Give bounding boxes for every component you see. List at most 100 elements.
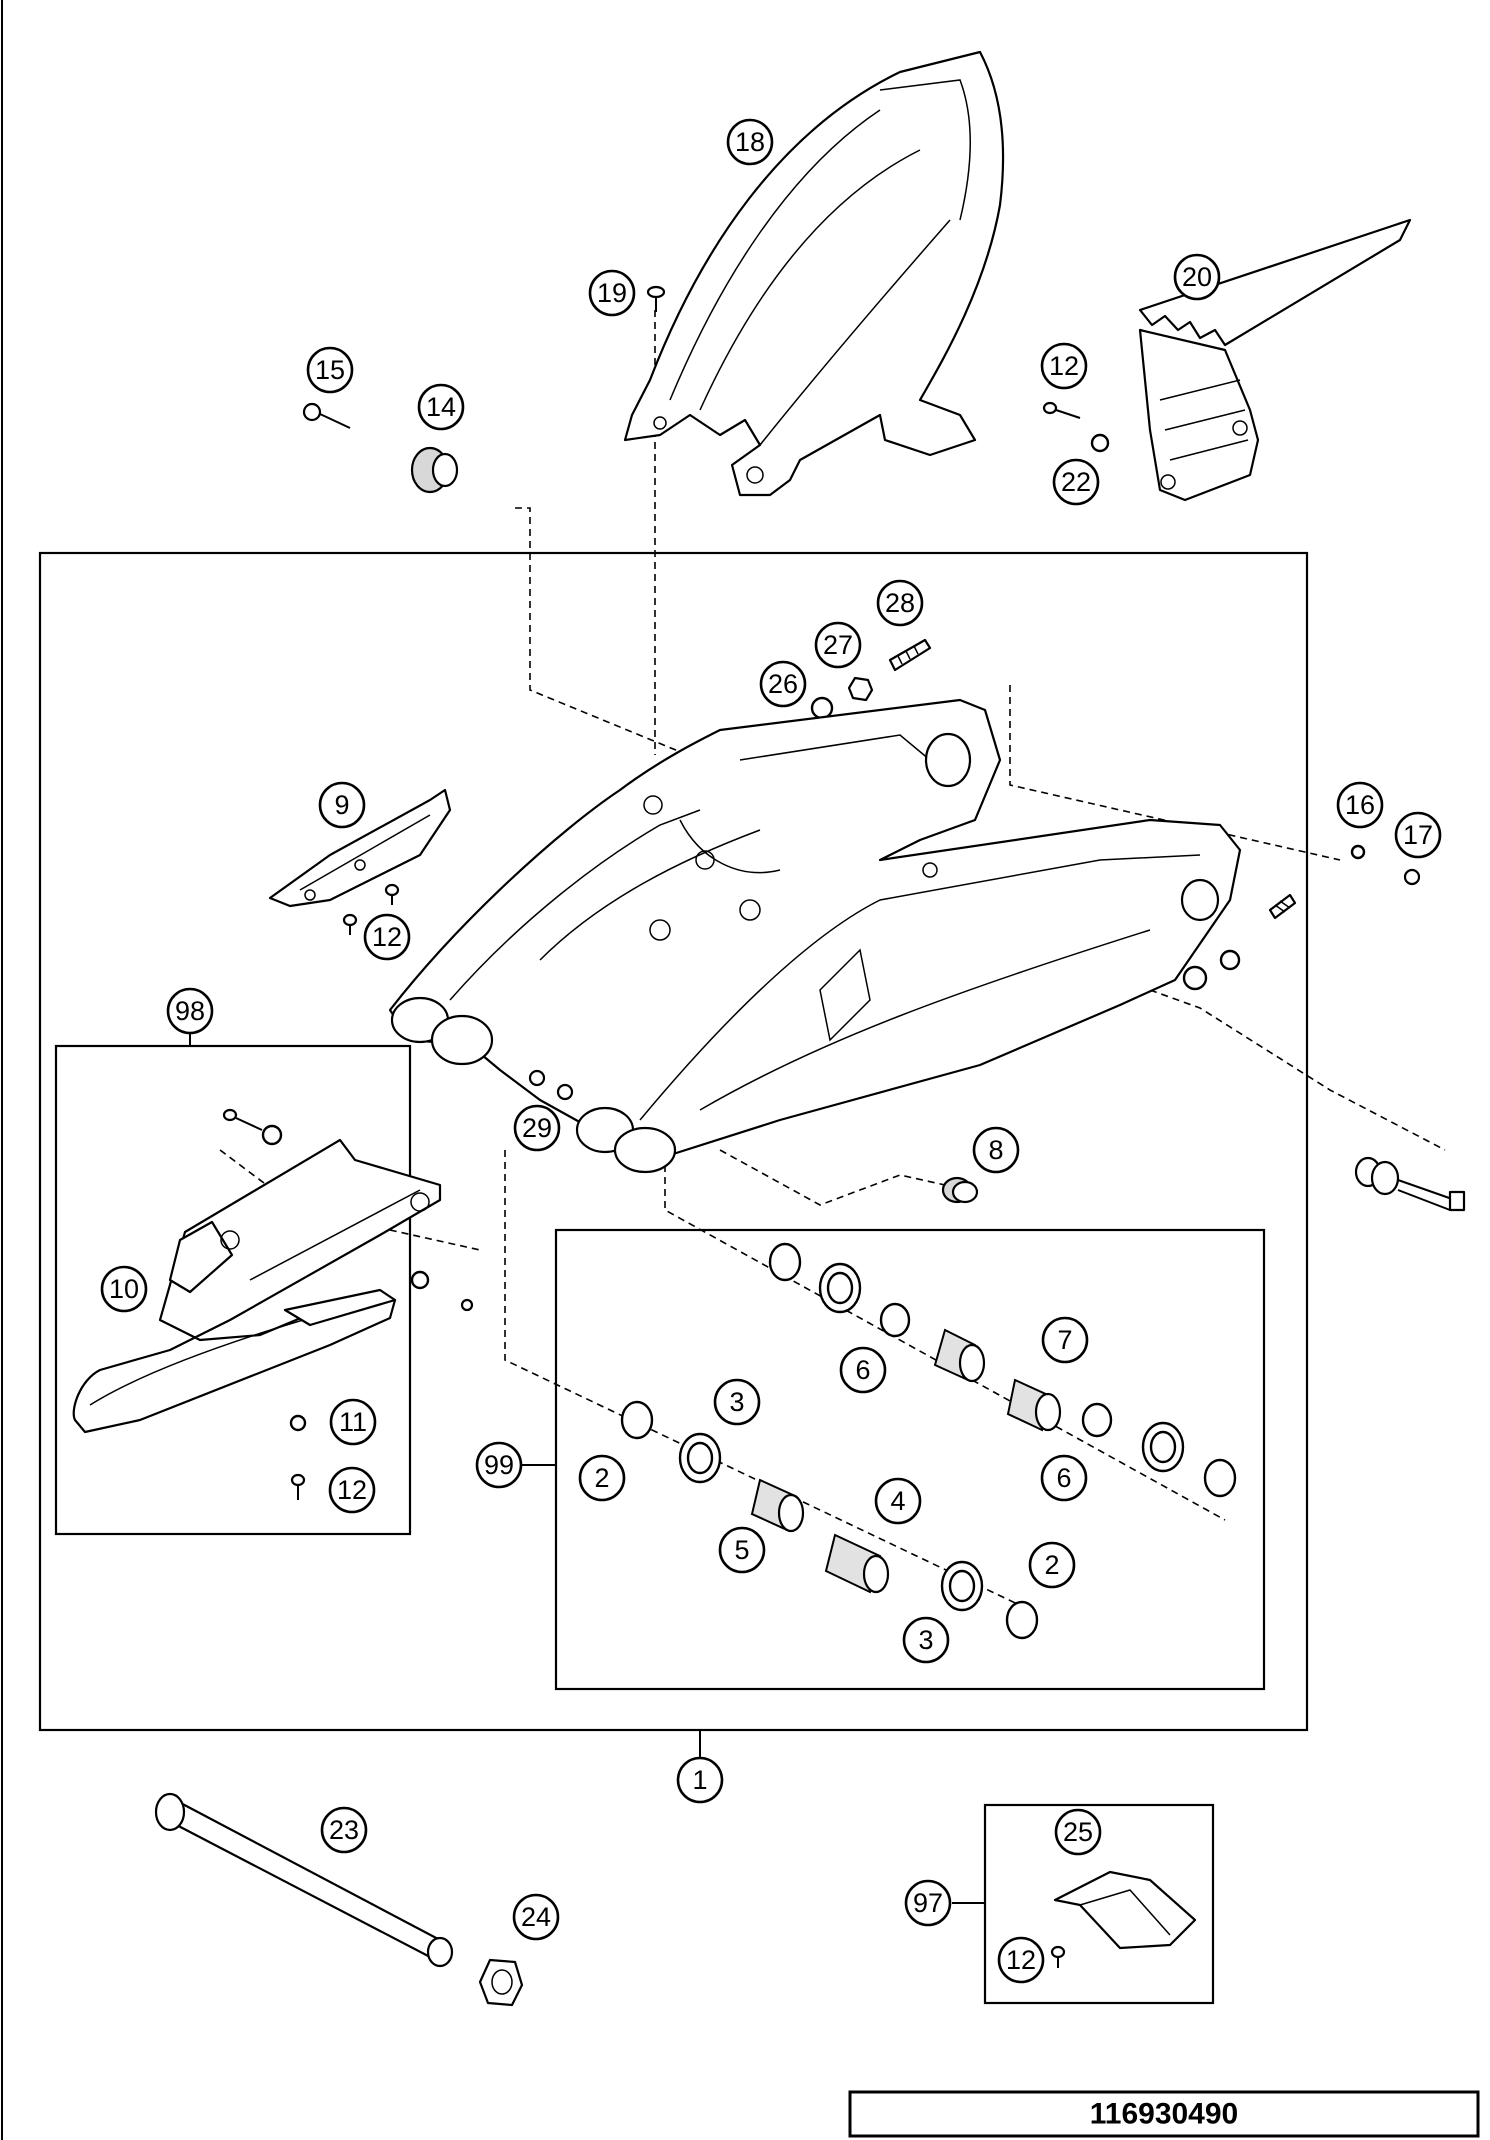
- svg-text:14: 14: [426, 392, 456, 422]
- washer-16-part: [1350, 844, 1366, 860]
- leader-bolt-16-17: [1009, 685, 1341, 861]
- svg-text:97: 97: [913, 1888, 943, 1918]
- callout-99: 99: [475, 1441, 523, 1489]
- svg-text:24: 24: [521, 1902, 551, 1932]
- callout-17: 17: [1394, 811, 1442, 859]
- callout-1: 1: [676, 1756, 724, 1804]
- svg-text:15: 15: [315, 355, 345, 385]
- callout-12-left: 12: [363, 913, 411, 961]
- callout-29: 29: [513, 1104, 561, 1152]
- axle-nut-24-part: [478, 1958, 524, 2007]
- callout-27: 27: [814, 621, 862, 669]
- callout-15: 15: [306, 346, 354, 394]
- svg-text:20: 20: [1182, 262, 1212, 292]
- callout-97: 97: [904, 1879, 952, 1927]
- svg-text:23: 23: [329, 1815, 359, 1845]
- svg-text:6: 6: [855, 1355, 870, 1385]
- callout-3-lower: 3: [902, 1616, 950, 1664]
- bearing-upper-row: [768, 1242, 1237, 1498]
- callout-4: 4: [874, 1477, 922, 1525]
- svg-text:26: 26: [768, 669, 798, 699]
- document-number-text: 116930490: [1090, 2098, 1239, 2131]
- svg-text:12: 12: [1006, 1945, 1036, 1975]
- axle-adjuster-part: [1182, 893, 1466, 1212]
- svg-text:9: 9: [334, 790, 349, 820]
- callout-9: 9: [318, 781, 366, 829]
- callout-14: 14: [417, 383, 465, 431]
- plug-8-part: [941, 1176, 979, 1204]
- svg-text:1: 1: [692, 1765, 707, 1795]
- svg-text:98: 98: [175, 996, 205, 1026]
- callout-23: 23: [320, 1806, 368, 1854]
- svg-text:3: 3: [729, 1387, 744, 1417]
- chain-guard-kit-frame: [54, 1044, 412, 1536]
- leader-pivot-bushing: [515, 507, 701, 761]
- callout-6-upper: 6: [839, 1346, 887, 1394]
- chain-guard-screw-part: [1042, 401, 1110, 453]
- bolt-15-part: [302, 402, 351, 429]
- washer-26-part: [810, 696, 834, 720]
- svg-text:6: 6: [1056, 1463, 1071, 1493]
- svg-text:2: 2: [594, 1463, 609, 1493]
- callout-12-bottom: 12: [997, 1936, 1045, 1984]
- svg-text:12: 12: [372, 922, 402, 952]
- svg-text:17: 17: [1403, 820, 1433, 850]
- svg-text:8: 8: [988, 1135, 1003, 1165]
- pivot-axle-23-part: [154, 1792, 454, 1968]
- svg-text:29: 29: [522, 1113, 552, 1143]
- svg-text:2: 2: [1044, 1550, 1059, 1580]
- bearing-lower-row: [620, 1400, 1039, 1640]
- svg-text:7: 7: [1057, 1325, 1072, 1355]
- nut-17-part: [1403, 868, 1421, 886]
- callout-22: 22: [1052, 458, 1100, 506]
- svg-text:5: 5: [734, 1535, 749, 1565]
- slider-screws-12-part: [342, 883, 400, 935]
- document-number: 116930490: [848, 2090, 1480, 2138]
- svg-text:27: 27: [823, 630, 853, 660]
- svg-text:25: 25: [1063, 1817, 1093, 1847]
- leader-bearing-lower: [504, 1150, 1031, 1611]
- callout-26: 26: [759, 660, 807, 708]
- callout-28: 28: [876, 579, 924, 627]
- svg-text:22: 22: [1061, 467, 1091, 497]
- callout-12-top: 12: [1040, 342, 1088, 390]
- callout-5: 5: [718, 1526, 766, 1574]
- nut-27-part: [847, 676, 874, 702]
- svg-text:12: 12: [1049, 351, 1079, 381]
- plug-29-part: [528, 1069, 574, 1101]
- callout-7: 7: [1041, 1316, 1089, 1364]
- svg-text:18: 18: [735, 127, 765, 157]
- fender-screw-part: [646, 285, 666, 312]
- callout-11: 11: [329, 1398, 377, 1446]
- callout-98: 98: [166, 987, 214, 1035]
- svg-text:16: 16: [1345, 790, 1375, 820]
- callout-12-guard: 12: [328, 1466, 376, 1514]
- svg-text:4: 4: [890, 1486, 905, 1516]
- rear-fender-part: [623, 50, 1005, 497]
- svg-text:19: 19: [597, 278, 627, 308]
- swingarm-part: [388, 698, 1242, 1174]
- callout-20: 20: [1173, 253, 1221, 301]
- callout-16: 16: [1336, 781, 1384, 829]
- spring-28-part: [888, 638, 932, 672]
- callout-10: 10: [100, 1265, 148, 1313]
- callout-6-lower: 6: [1040, 1454, 1088, 1502]
- chain-slider-9-part: [268, 788, 452, 908]
- guard-hardware-part: [222, 1108, 474, 1500]
- callout-2-right: 2: [1028, 1541, 1076, 1589]
- callout-8: 8: [972, 1126, 1020, 1174]
- svg-text:10: 10: [109, 1274, 139, 1304]
- chain-guard-10-part: [72, 1138, 442, 1434]
- svg-text:28: 28: [885, 588, 915, 618]
- callout-25: 25: [1054, 1808, 1102, 1856]
- svg-text:12: 12: [337, 1475, 367, 1505]
- svg-text:3: 3: [918, 1625, 933, 1655]
- svg-text:11: 11: [339, 1407, 367, 1437]
- callout-24: 24: [512, 1893, 560, 1941]
- callout-3-upper: 3: [713, 1378, 761, 1426]
- leader-axle-plate: [1149, 989, 1446, 1151]
- bearing-kit-frame: [554, 1228, 1266, 1691]
- bushing-14-part: [410, 446, 459, 494]
- callout-2-left: 2: [578, 1454, 626, 1502]
